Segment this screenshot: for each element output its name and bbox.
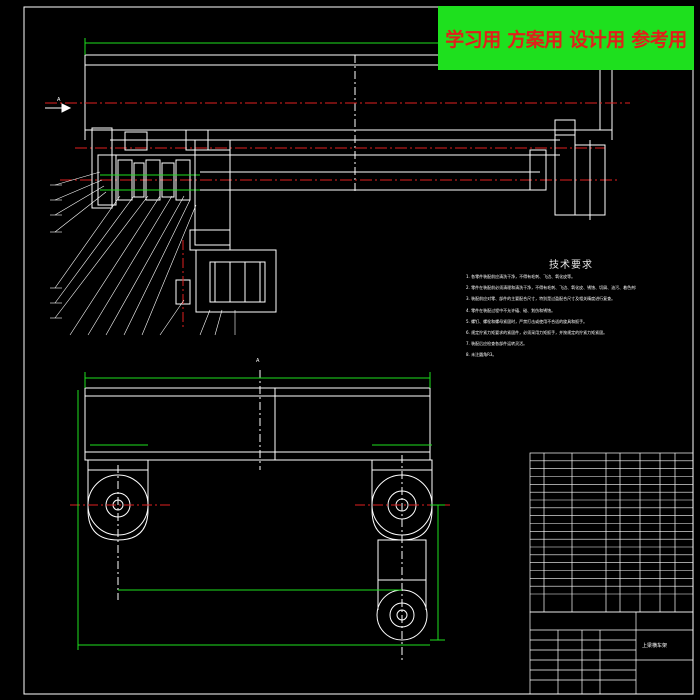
section-label-a-lower: A (256, 358, 260, 364)
usage-banner: 学习用 方案用 设计用 参考用 (438, 6, 694, 70)
banner-item-reference: 参考用 (631, 28, 687, 51)
part-leaders (50, 171, 236, 336)
parts-list (529, 452, 694, 613)
tech-note-line: 5. 螺钉、螺栓和螺母紧固时，严禁打击或使用不合适的旋具和扳手。 (466, 318, 588, 324)
banner-item-study: 学习用 (445, 28, 501, 51)
banner-item-design: 设计用 (569, 28, 625, 51)
tech-note-line: 6. 规定拧紧力矩要求的紧固件，必须采用力矩扳手，并按规定的拧紧力矩紧固。 (466, 329, 608, 335)
tech-note-line: 8. 未注圆角R3。 (466, 352, 497, 358)
drawing-title-name: 上梁横车架 (642, 643, 668, 649)
technical-requirements-title: 技术要求 (549, 260, 593, 271)
top-view (45, 38, 630, 330)
banner-item-scheme: 方案用 (507, 28, 563, 51)
title-block (529, 611, 694, 695)
front-view (70, 370, 450, 660)
tech-note-line: 1. 各零件装配前应清洗干净，不得有毛刺、飞边、氧化皮等。 (466, 274, 576, 279)
tech-note-line: 7. 装配后应检查各部件运转灵活。 (466, 341, 528, 347)
drawing-border (23, 6, 694, 695)
tech-note-line: 3. 装配前应对零、部件的主要配合尺寸，特别是过盈配合尺寸及相关精度进行复查。 (466, 296, 616, 302)
tech-note-line: 4. 零件在装配过程中不允许磕、碰、划伤和锈蚀。 (466, 307, 556, 313)
technical-requirements: 技术要求 1. 各零件装配前应清洗干净，不得有毛刺、飞边、氧化皮等。 2. 零件… (466, 256, 636, 361)
section-label-a: A (57, 97, 61, 103)
tech-note-line: 2. 零件在装配前必须清理和清洗干净，不得有毛刺、飞边、氧化皮、锈蚀、切屑、油污… (466, 285, 636, 291)
